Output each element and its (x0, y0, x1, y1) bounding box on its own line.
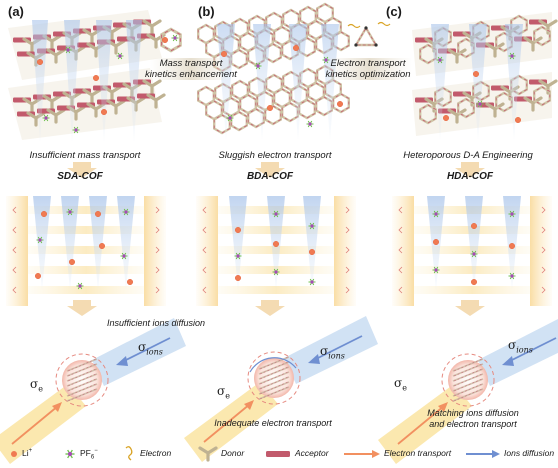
donor-icon (198, 446, 218, 462)
legend: Li+ PF6− Electron Donor Acceptor Electro… (0, 442, 558, 466)
transport-a (0, 318, 186, 464)
sigma-e-b: σe (217, 384, 230, 401)
panel-label-c: (c) (386, 4, 402, 19)
pf6-icon (64, 449, 76, 459)
lattice-b (196, 2, 350, 140)
electron-transport-label: Electron transport kinetics optimization (325, 58, 411, 80)
legend-li: Li+ (22, 448, 33, 458)
legend-ions-diffusion: Ions diffusion (504, 448, 555, 458)
cof-name-b: BDA-COF (246, 171, 294, 182)
sigma-ions-a: σions (138, 340, 163, 357)
lattice-a (8, 10, 166, 142)
channels-a (6, 196, 166, 306)
note-a: Insufficient ions diffusion (106, 318, 206, 328)
acceptor-icon (266, 451, 290, 457)
sigma-ions-b: σions (320, 344, 345, 361)
panel-label-b: (b) (198, 4, 215, 19)
panel-label-a: (a) (8, 4, 24, 19)
legend-icons (11, 446, 500, 462)
lattice-c (412, 12, 558, 140)
channels-b (196, 196, 356, 306)
cof-name-a: SDA-COF (57, 171, 103, 182)
channels-c (392, 196, 552, 306)
legend-donor: Donor (221, 448, 245, 458)
ions-diffusion-arrow-icon (466, 450, 500, 458)
sigma-e-a: σe (30, 377, 43, 394)
electron-transport-arrow-icon (344, 450, 380, 458)
legend-electron: Electron (140, 448, 172, 458)
mid-transition-electron (326, 21, 412, 80)
down-arrows (67, 162, 485, 316)
sigma-e-c: σe (394, 376, 407, 393)
sigma-ions-c: σions (508, 338, 533, 355)
note-b: Inadequate electron transport (214, 418, 332, 428)
caption-a: Insufficient mass transport (29, 150, 141, 161)
electron-icon (125, 446, 133, 461)
cof-name-c: HDA-COF (446, 171, 494, 182)
mass-transport-label: Mass transport kinetics enhancement (145, 58, 237, 80)
caption-b: Sluggish electron transport (218, 150, 332, 161)
li-icon (11, 451, 17, 457)
note-c: Matching ions diffusion and electron tra… (427, 408, 519, 429)
legend-electron-transport: Electron transport (384, 448, 452, 458)
transport-c (378, 319, 558, 464)
legend-acceptor: Acceptor (295, 448, 329, 458)
mid-transition-mass (150, 27, 232, 80)
transport-b (184, 316, 378, 462)
caption-c: Heteroporous D-A Engineering (403, 150, 533, 161)
legend-pf6: PF6− (80, 448, 98, 461)
